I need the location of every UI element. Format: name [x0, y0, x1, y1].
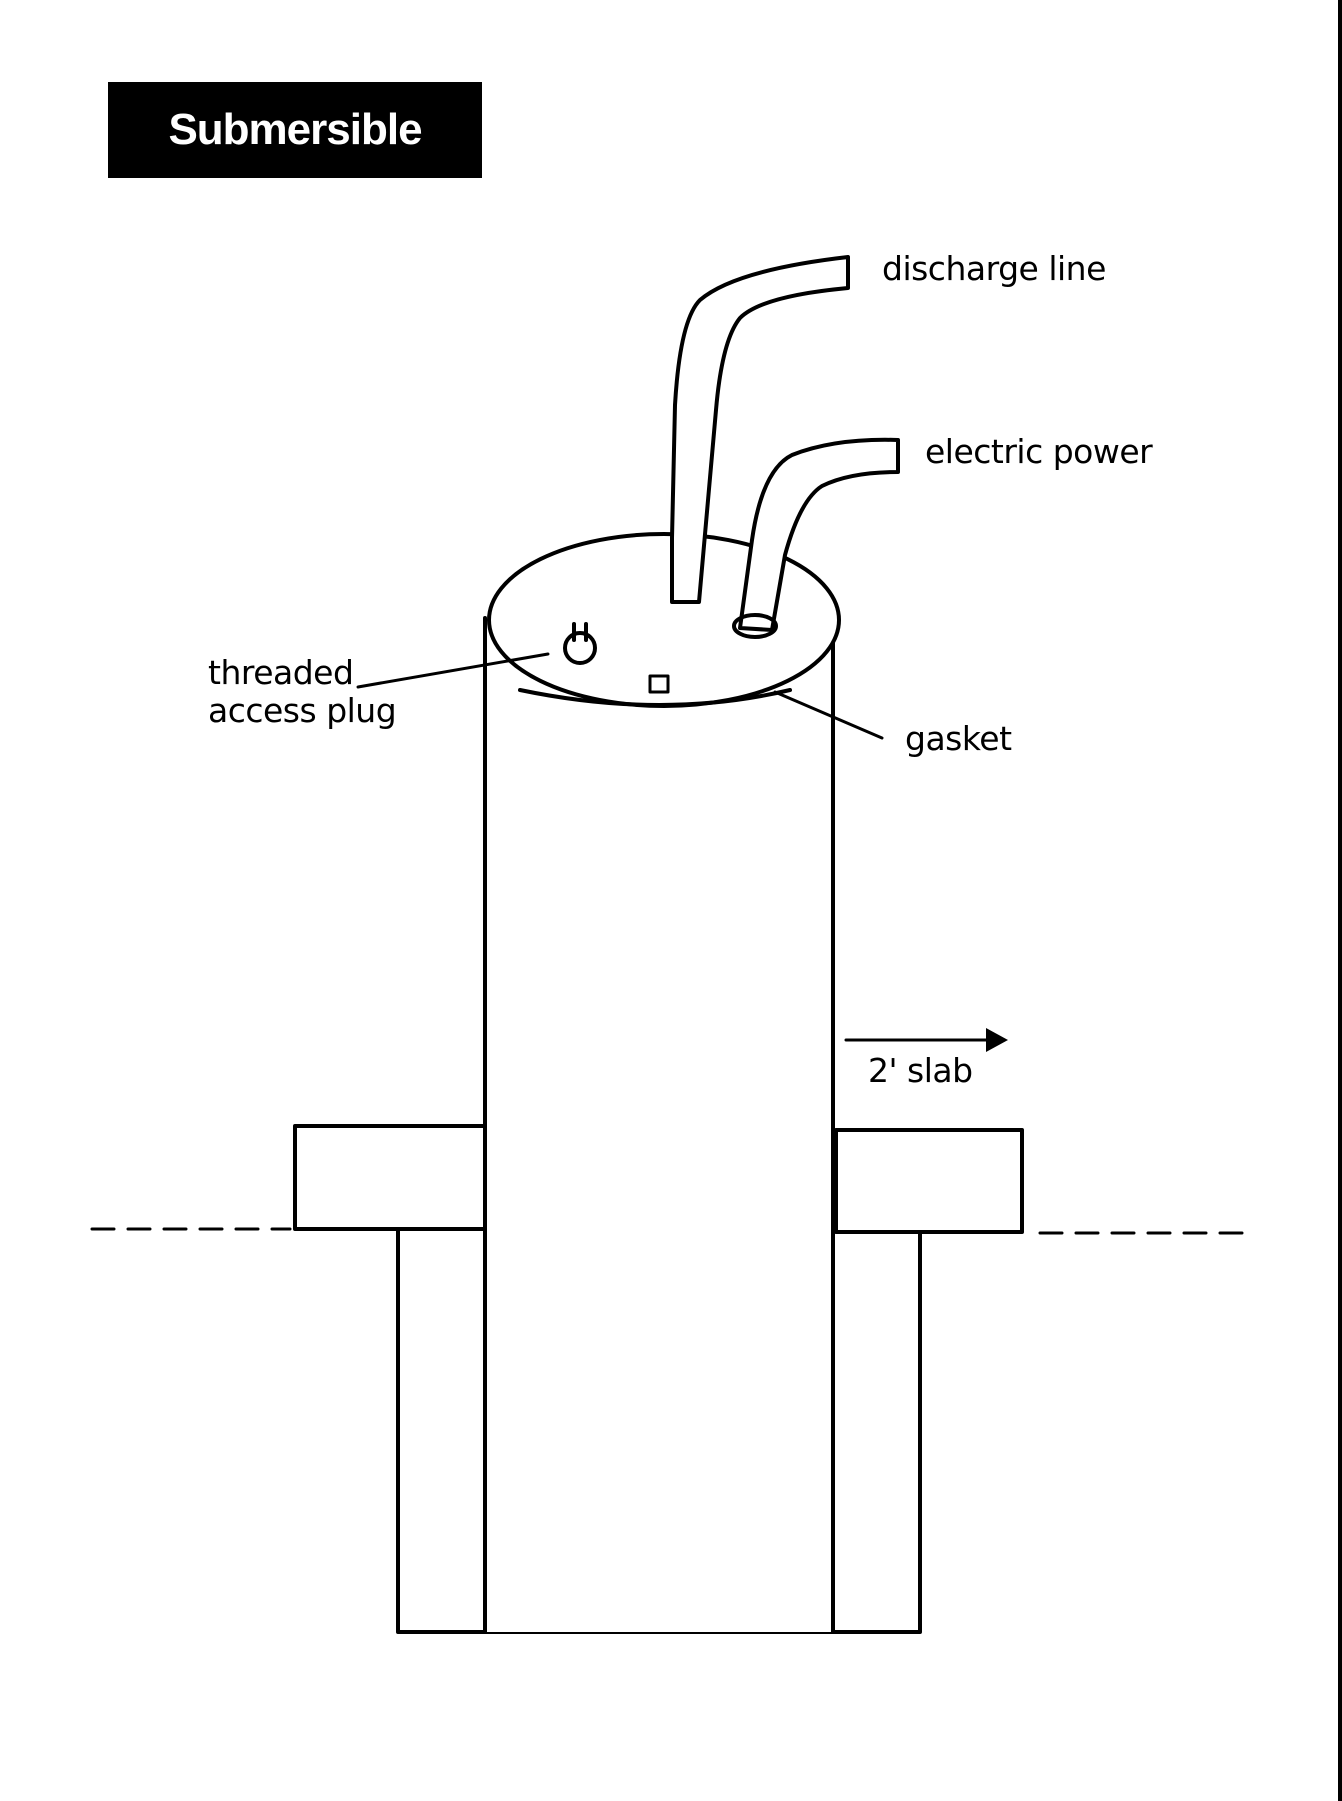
slab-right — [834, 1128, 1024, 1234]
pump-top — [487, 532, 841, 708]
slab-left — [293, 1124, 487, 1231]
gasket-band — [518, 688, 792, 707]
page-edge-rule — [1338, 0, 1342, 1801]
electric-cable — [738, 437, 900, 632]
label-access-plug: access plug — [208, 691, 397, 730]
leader-access-plug — [356, 652, 550, 689]
leader-gasket — [773, 690, 884, 740]
access-plug — [563, 631, 597, 665]
pump-body — [485, 618, 833, 1632]
diagram-title: Submersible Pump — [108, 82, 482, 250]
label-threaded: threaded — [208, 653, 354, 692]
top-square — [648, 674, 670, 694]
slab-arrow-head — [986, 1028, 1008, 1052]
label-gasket: gasket — [905, 719, 1012, 758]
label-slab: 2' slab — [868, 1051, 973, 1090]
cable-grommet — [732, 613, 778, 639]
label-electric-power: electric power — [925, 432, 1153, 471]
label-discharge-line: discharge line — [882, 249, 1106, 288]
discharge-pipe — [670, 255, 850, 604]
